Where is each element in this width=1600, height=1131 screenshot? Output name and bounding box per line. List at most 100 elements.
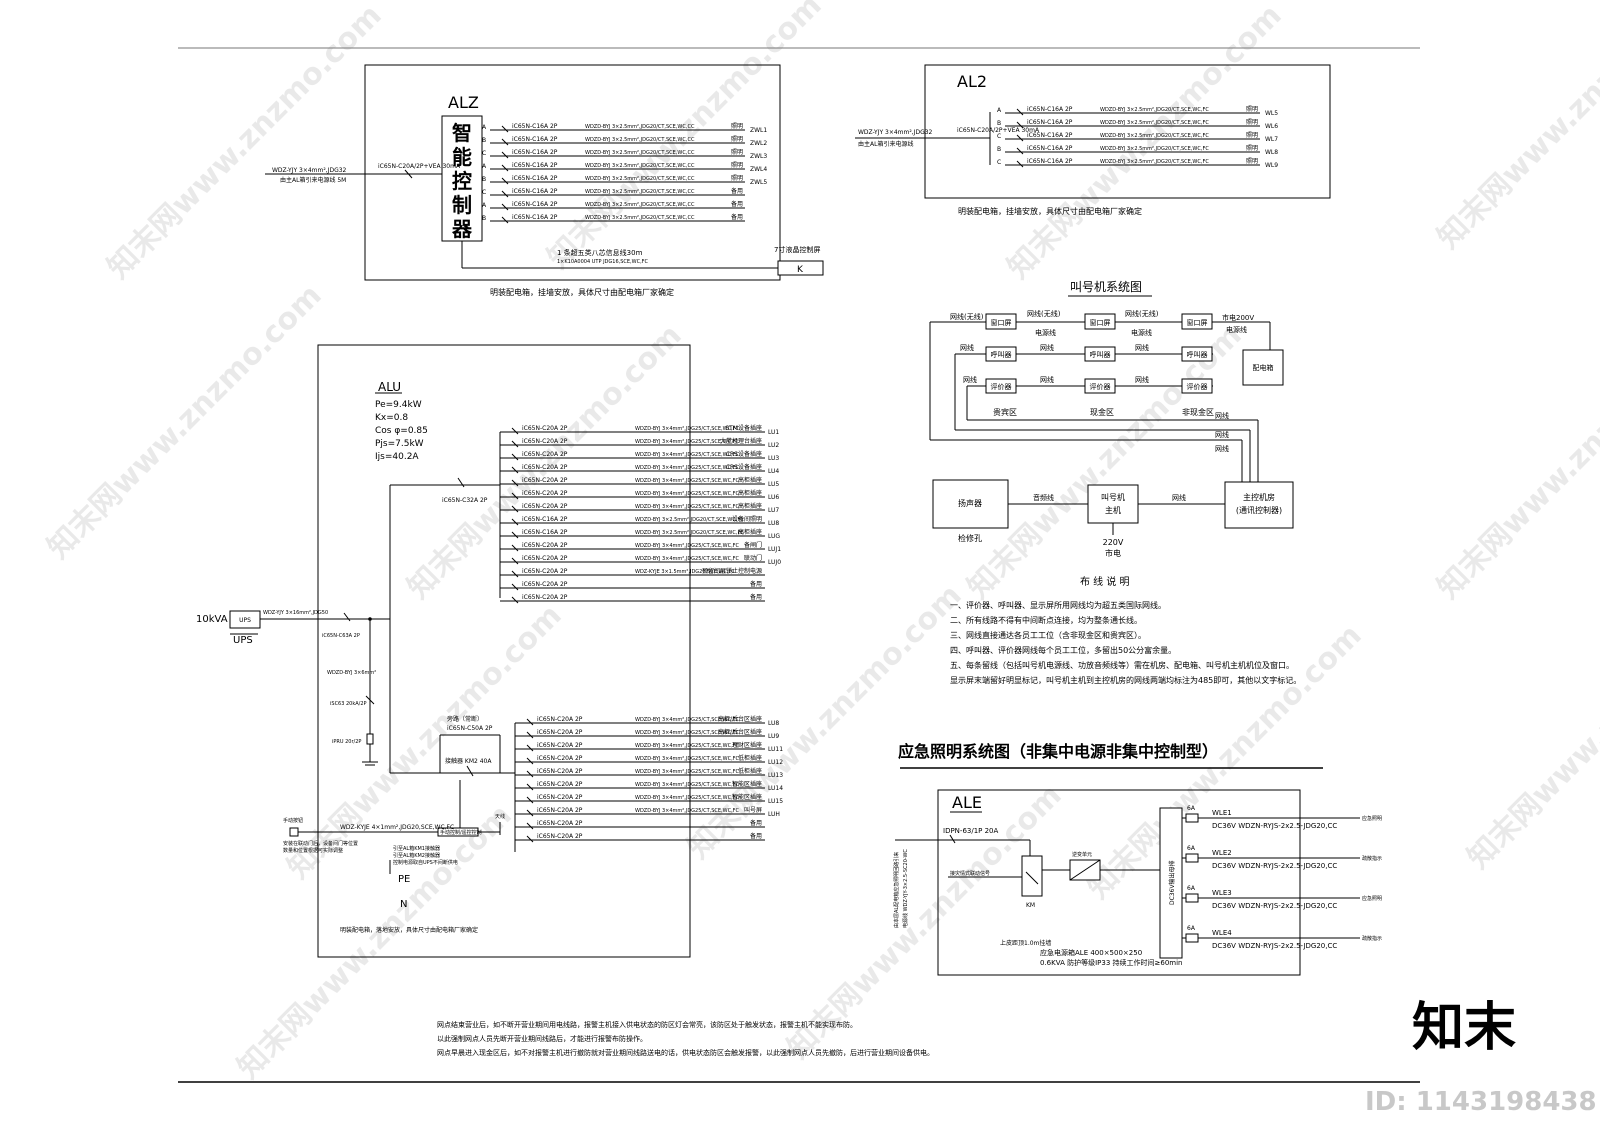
breaker-symbol [526,796,534,804]
breaker-symbol [511,531,519,539]
footer-note: 以此强制网点人员先断开营业期间线路后，才能进行报警布防操作。 [437,1034,647,1043]
alu-upper-circuit-cable: WDZ-KYJE 3×1.5mm²,JDG20,SCE,WC,FC [635,569,735,575]
alu-ups-label: UPS [233,635,253,646]
alu-lower-circuit-breaker: iC65N-C20A 2P [537,742,583,749]
al2-circuit-phase: B [997,146,1001,153]
alu-upper-circuit-id: LU6 [768,494,779,501]
alu-upper-circuit-cable: WDZD-BYJ 3×4mm²,JDG25/CT,SCE,WC,FC [635,426,740,432]
alu-upper-circuit-breaker: iC65N-C20A 2P [522,581,568,588]
ale-circuit-id: WLE4 [1212,929,1232,937]
breaker-symbol [526,744,534,752]
queue-control-room-box [1224,481,1294,529]
alu-lower-circuit-cable: WDZD-BYJ 3×4mm²,JDG25/CT,SCE,WC,FC [635,795,740,801]
alz-circuit-cable: WDZD-BYJ 3×2.5mm²,JDG20/CT,SCE,WC,CC [585,124,695,130]
alu-upper-circuit-use: 备用 [750,593,762,601]
alu-upper-circuit-id: LU4 [768,468,779,475]
al2-circuit-use: 照明 [1246,132,1258,139]
alu-spd-cable: WDZD-BYJ 3×6mm² [327,670,376,676]
breaker-symbol [511,505,519,513]
alu-upper-circuit-breaker: iC65N-C20A 2P [522,451,568,458]
watermark-text: 知末网www.znzmo.com [1431,318,1600,606]
alu-lower-circuit-id: LU8 [768,720,779,727]
ale-fuse-symbol [1185,813,1199,823]
alu-lower-circuit-cable: WDZD-BYJ 3×4mm²,JDG25/CT,SCE,WC,FC [635,717,740,723]
alu-upper-circuit-breaker: iC65N-C20A 2P [522,568,568,575]
alz-circuit-cable: WDZD-BYJ 3×2.5mm²,JDG20/CT,SCE,WC,CC [585,176,695,182]
alu-upper-circuit-use: 高柜插座 [738,528,762,536]
queue-line-label: 网线 [1040,375,1054,384]
breaker-symbol [526,770,534,778]
alu-lower-circuit-breaker: iC65N-C20A 2P [537,729,583,736]
alz-circuit-cable: WDZD-BYJ 3×2.5mm²,JDG20/CT,SCE,WC,CC [585,215,695,221]
breaker-symbol [511,557,519,565]
al2-circuit-id: WL8 [1265,149,1278,156]
alz-controller-char: 制 [452,193,472,217]
alu-lower-circuit-id: LU14 [768,785,783,792]
alu-upper-circuit-use: 备闸门 [744,541,762,549]
alu-param: Ijs=40.2A [375,452,419,462]
alu-lower-circuit-use: 高柜/后台区插座 [718,715,762,723]
queue-evaluator-1 [985,378,1017,394]
alu-lower-circuit-breaker: iC65N-C20A 2P [537,781,583,788]
breaker-symbol [501,216,509,224]
queue-zone: 贵宾区 [993,407,1017,417]
breaker-symbol [365,695,375,705]
alz-circuit-id: ZWL5 [750,179,767,186]
ale-side-label: 电源线 WDZ-YJY-3×2.5-SC20-WC [902,849,909,928]
queue-window-label: 窗口屏 [991,318,1012,327]
alu-lower-circuit-use: 智能区插座 [732,780,762,788]
alz-screen-box [777,260,824,276]
alz-circuit-use: 备用 [731,213,743,221]
alu-lower-circuit-id: LU12 [768,759,783,766]
alu-lower-circuit-cable: WDZD-BYJ 3×4mm²,JDG25/CT,SCE,WC,FC [635,782,740,788]
alz-circuit-phase: C [482,150,486,157]
alu-ups-breaker: iC65N-C63A 2P [322,633,360,639]
alu-upper-circuit-id: LU5 [768,481,779,488]
queue-window-2 [1084,313,1116,330]
breaker-symbol [501,164,509,172]
al2-feeder-from: 由主AL箱引来电源线 [858,140,913,148]
ale-circuit-use: 应急照明 [1362,895,1382,902]
queue-line-label: 网线 [960,343,974,352]
alu-lower-circuit-breaker: iC65N-C20A 2P [537,833,583,840]
alu-pe: PE [398,874,410,885]
alu-lower-circuit-cable: WDZD-BYJ 3×4mm²,JDG25/CT,SCE,WC,FC [635,756,740,762]
alz-circuit-phase: B [482,137,486,144]
queue-window-label: 窗口屏 [1090,318,1111,327]
alu-bypass-breaker: iC65N-C50A 2P [447,725,493,732]
queue-service-hole: 检修孔 [958,533,982,543]
alu-lower-circuit-use: 低柜插座 [738,767,762,775]
alu-upper-circuit-use: 预留间层锁止控制电源 [702,567,762,575]
breaker-symbol [1016,147,1024,155]
alz-note: 明装配电箱，挂墙安放，具体尺寸由配电箱厂家确定 [490,287,674,297]
alz-circuit-use: 照明 [731,162,743,169]
ale-breaker: IDPN-63/1P 20A [943,827,999,835]
alz-circuit-cable: WDZD-BYJ 3×2.5mm²,JDG20/CT,SCE,WC,CC [585,202,695,208]
alu-upper-circuit-cable: WDZD-BYJ 3×4mm²,JDG25/CT,SCE,WC,FC [635,543,740,549]
alu-upper-circuit-id: LU2 [768,442,779,449]
alu-lower-circuit-id: LUH [768,811,780,818]
al2-circuit-cable: WDZD-BYJ 3×2.5mm²,JDG20/CT,SCE,WC,FC [1100,146,1209,152]
queue-evaluator-3 [1181,378,1213,394]
breaker-symbol [1016,121,1024,129]
breaker-symbol [511,466,519,474]
ale-spec2: 0.6KVA 防护等级IP33 持续工作时间≥60min [1040,958,1182,967]
alu-upper-circuit-breaker: iC65N-C20A 2P [522,490,568,497]
alz-circuit-id: ZWL1 [750,127,767,134]
ale-converter-diag [1069,859,1101,881]
queue-caller-1 [985,346,1017,362]
alu-upper-circuit-use: 高柜插座 [738,489,762,497]
queue-line-label: 网线(无线) [1125,309,1159,318]
queue-evaluator-label: 评价器 [1090,383,1111,391]
queue-line-label: 网线 [1215,444,1229,453]
breaker-symbol [501,203,509,211]
alu-ctrl-cable: WDZ-KYJE 4×1mm²,JDG20,SCE,WC,FC [340,824,454,831]
ale-fuse: 6A [1187,845,1196,852]
al2-circuit-phase: B [997,120,1001,127]
queue-caller-3 [1181,346,1213,362]
alz-circuit-cable: WDZD-BYJ 3×2.5mm²,JDG20/CT,SCE,WC,CC [585,137,695,143]
alu-lower-circuit-breaker: iC65N-C20A 2P [537,794,583,801]
queue-wiring-note: 二、所有线路不得有中间断点连接，均为整条通长线。 [950,615,1142,625]
alz-circuit-cable: WDZD-BYJ 3×2.5mm²,JDG20/CT,SCE,WC,CC [585,189,695,195]
